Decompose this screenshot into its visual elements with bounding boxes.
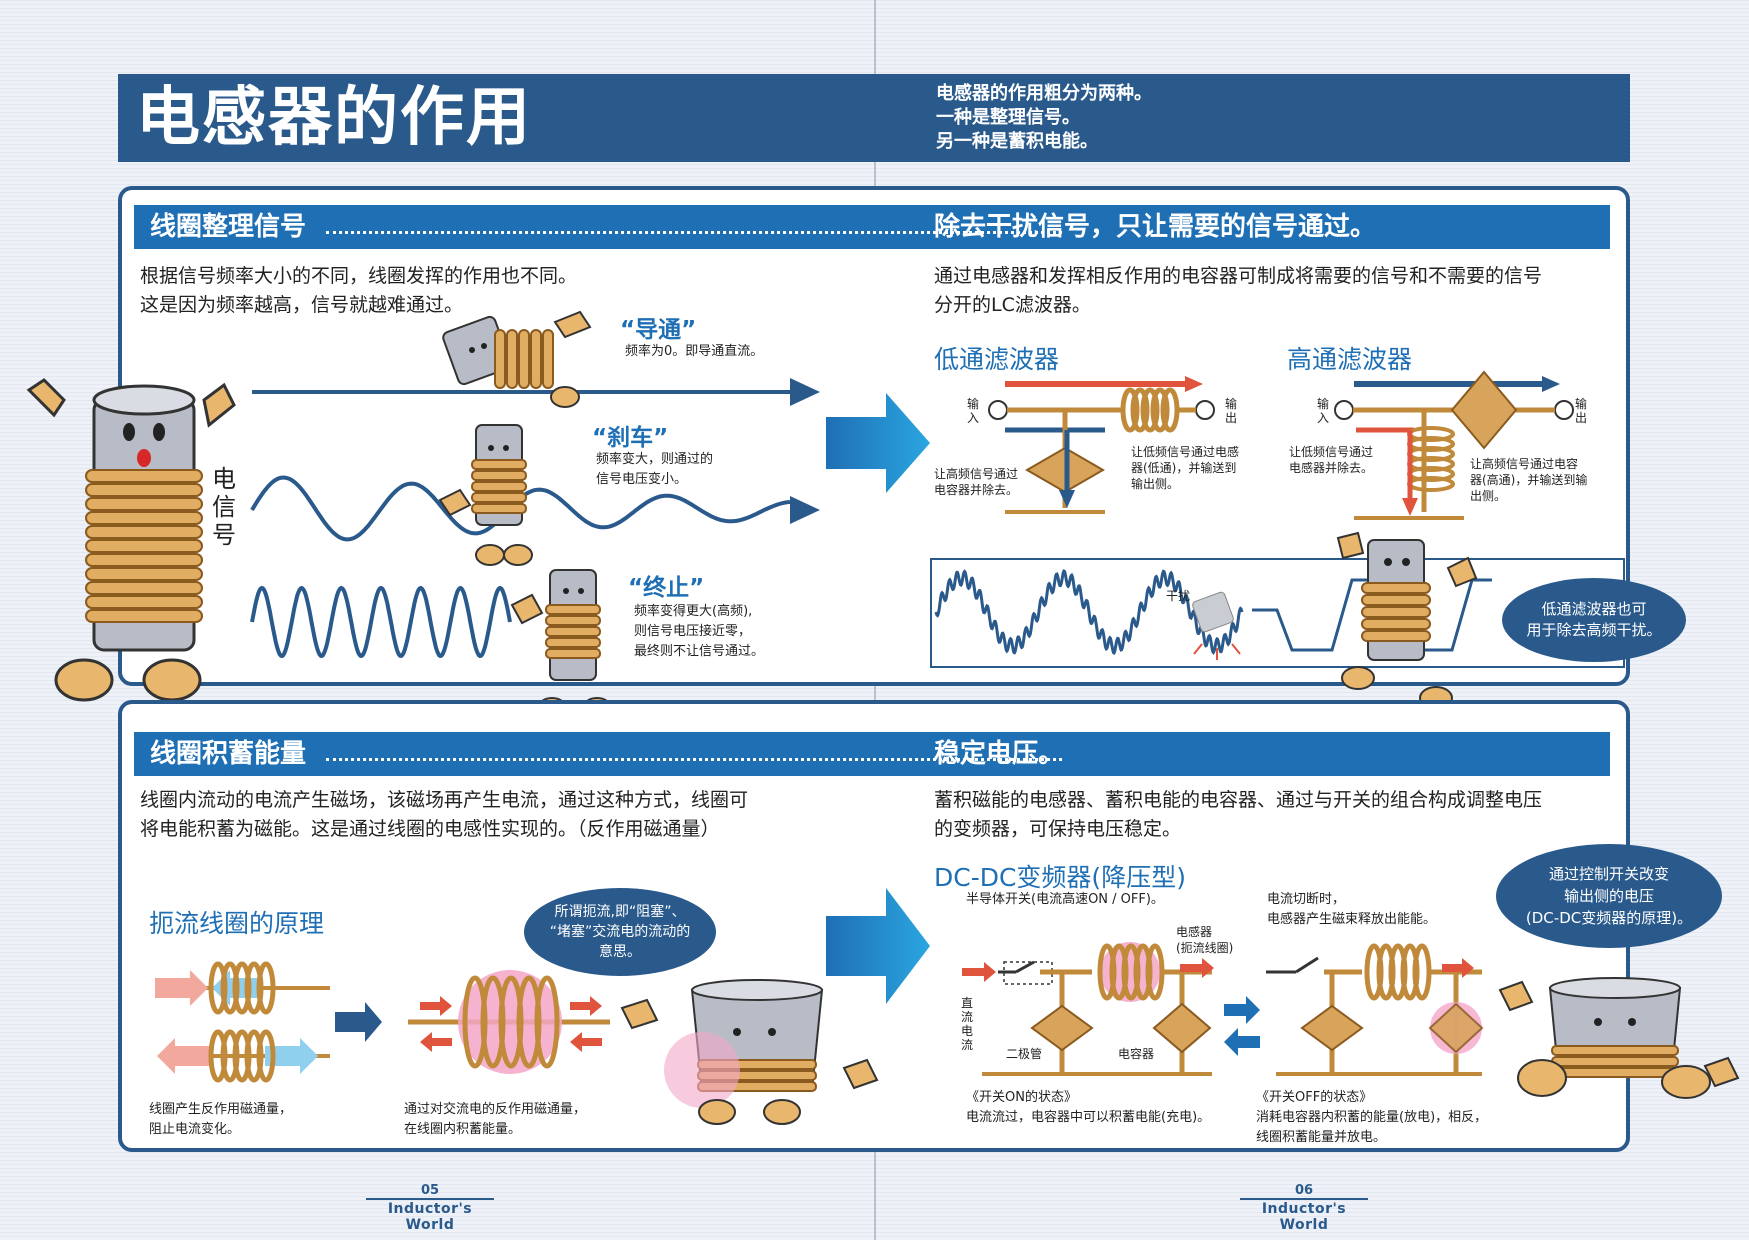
- choke-desc-1: 线圈产生反作用磁通量， 阻止电流变化。: [149, 1102, 293, 1137]
- footer-left: 05 Inductor's World: [366, 1184, 494, 1233]
- brake-character: [438, 424, 533, 566]
- lowpass-input-label: 输入: [966, 397, 979, 425]
- state-switch-arrows: [1224, 996, 1260, 1056]
- section-energy-bar-right: 稳定电压。: [934, 739, 1065, 769]
- header-summary: 电感器的作用粗分为两种。 一种是整理信号。 另一种是蓄积电能。: [936, 82, 1152, 154]
- dcdc-circuit-off: [1266, 943, 1484, 1076]
- intro-line-1: 根据信号频率大小的不同，线圈发挥的作用也不同。: [140, 265, 578, 287]
- header-line-2: 一种是整理信号。: [936, 107, 1080, 128]
- bar-dotted-line-2: [326, 758, 1062, 761]
- brake-quote-title: “刹车”: [592, 425, 669, 451]
- highpass-right-desc: 让高频信号通过电容 器(高通)，并输送到输 出侧。: [1470, 457, 1588, 503]
- lowpass-note-bubble: 低通滤波器也可 用于除去高频干扰。: [1502, 578, 1686, 662]
- big-arrow-right-2: [826, 888, 930, 1004]
- capacitor-label: 电容器: [1118, 1047, 1155, 1061]
- off-note: 电流切断时， 电感器产生磁束释放出能能。: [1267, 892, 1437, 927]
- lowpass-diagram: [988, 376, 1215, 514]
- footer-left-title: Inductor's World: [366, 1198, 494, 1233]
- dcdc-title: DC-DC变频器(降压型): [934, 863, 1186, 892]
- highpass-left-desc: 让低频信号通过 电感器并除去。: [1289, 445, 1374, 475]
- choke-coil-diagrams: [155, 961, 610, 1083]
- highpass-output-label: 输出: [1574, 397, 1587, 425]
- lowpass-left-desc: 让高频信号通过 电容器并除去。: [934, 467, 1019, 497]
- choke-meaning-bubble: 所谓扼流,即“阻塞”、 “堵塞”交流电的流动的 意思。: [524, 888, 716, 976]
- footer-right-page-number: 06: [1294, 1183, 1314, 1198]
- waving-character-1: [1336, 531, 1478, 710]
- section-signal-bar-left: 线圈整理信号: [150, 212, 307, 242]
- header-line-3: 另一种是蓄积电能。: [936, 131, 1098, 152]
- choke-title: 扼流线圈的原理: [149, 909, 325, 938]
- section-energy-right-intro: 蓄积磁能的电感器、蓄积电能的电容器、通过与开关的组合构成调整电压 的变频器，可保…: [934, 789, 1543, 840]
- section-signal-intro: 根据信号频率大小的不同，线圈发挥的作用也不同。 这是因为频率越高，信号就越难通过…: [140, 262, 577, 320]
- header-band: 电感器的作用 电感器的作用粗分为两种。 一种是整理信号。 另一种是蓄积电能。: [118, 74, 1630, 162]
- choke-desc-2: 通过对交流电的反作用磁通量， 在线圈内积蓄能量。: [404, 1102, 587, 1137]
- coil-character-illustration: [26, 378, 236, 702]
- signal-vertical-label: 电 信 号: [212, 465, 236, 549]
- dc-character: [442, 310, 592, 408]
- diode-label: 二极管: [1006, 1047, 1043, 1061]
- stop-quote-title: “终止”: [628, 575, 705, 601]
- section-signal-bar: 线圈整理信号 除去干扰信号，只让需要的信号通过。: [134, 205, 1610, 249]
- noise-label: 干扰: [1166, 589, 1191, 603]
- footer-right: 06 Inductor's World: [1240, 1184, 1368, 1233]
- sitting-character: [1498, 977, 1740, 1099]
- switch-label: 半导体开关(电流高速ON / OFF)。: [966, 892, 1164, 907]
- section-signal-right-intro: 通过电感器和发挥相反作用的电容器可制成将需要的信号和不需要的信号 分开的LC滤波…: [934, 265, 1543, 316]
- highpass-title: 高通滤波器: [1287, 345, 1413, 374]
- section-energy-bar: 线圈积蓄能量 稳定电压。: [134, 732, 1610, 776]
- header-line-1: 电感器的作用粗分为两种。: [936, 83, 1152, 104]
- section-energy-bar-left: 线圈积蓄能量: [150, 739, 307, 769]
- dc-quote-title: “导通”: [620, 317, 697, 343]
- highpass-diagram: [1334, 370, 1574, 520]
- lowpass-output-label: 输出: [1224, 397, 1237, 425]
- brake-desc: 频率变大，则通过的 信号电压变小。: [596, 452, 714, 487]
- off-state-desc: 《开关OFF的状态》 消耗电容器内积蓄的能量(放电)，相反， 线圈积蓄能量并放电…: [1256, 1090, 1488, 1145]
- dcdc-circuit-on: [962, 942, 1214, 1076]
- page-title: 电感器的作用: [136, 81, 532, 155]
- dcdc-principle-bubble: 通过控制开关改变 输出侧的电压 (DC-DC变频器的原理)。: [1496, 844, 1722, 948]
- choke-character: [620, 979, 879, 1125]
- lowpass-title: 低通滤波器: [934, 345, 1060, 374]
- highpass-input-label: 输入: [1316, 397, 1329, 425]
- bar-dotted-line: [326, 231, 1062, 234]
- inductor-label: 电感器 (扼流线圈): [1176, 925, 1234, 955]
- dc-desc: 频率为0。即导通直流。: [625, 344, 764, 359]
- big-arrow-right-1: [826, 393, 930, 493]
- dc-current-label: 直 流 电 流: [960, 996, 973, 1052]
- section-signal-bar-right: 除去干扰信号，只让需要的信号通过。: [934, 212, 1377, 242]
- stop-desc: 频率变得更大(高频), 则信号电压接近零， 最终则不让信号通过。: [634, 604, 765, 659]
- footer-left-page-number: 05: [420, 1183, 440, 1198]
- intro-line-2: 这是因为频率越高，信号就越难通过。: [140, 294, 464, 316]
- lowpass-right-desc: 让低频信号通过电感 器(低通)，并输送到 输出侧。: [1131, 445, 1240, 491]
- section-energy-intro: 线圈内流动的电流产生磁场，该磁场再产生电流，通过这种方式，线圈可 将电能积蓄为磁…: [140, 789, 749, 840]
- on-state-desc: 《开关ON的状态》 电流流过，电容器中可以积蓄电能(充电)。: [966, 1090, 1211, 1125]
- footer-right-title: Inductor's World: [1240, 1198, 1368, 1233]
